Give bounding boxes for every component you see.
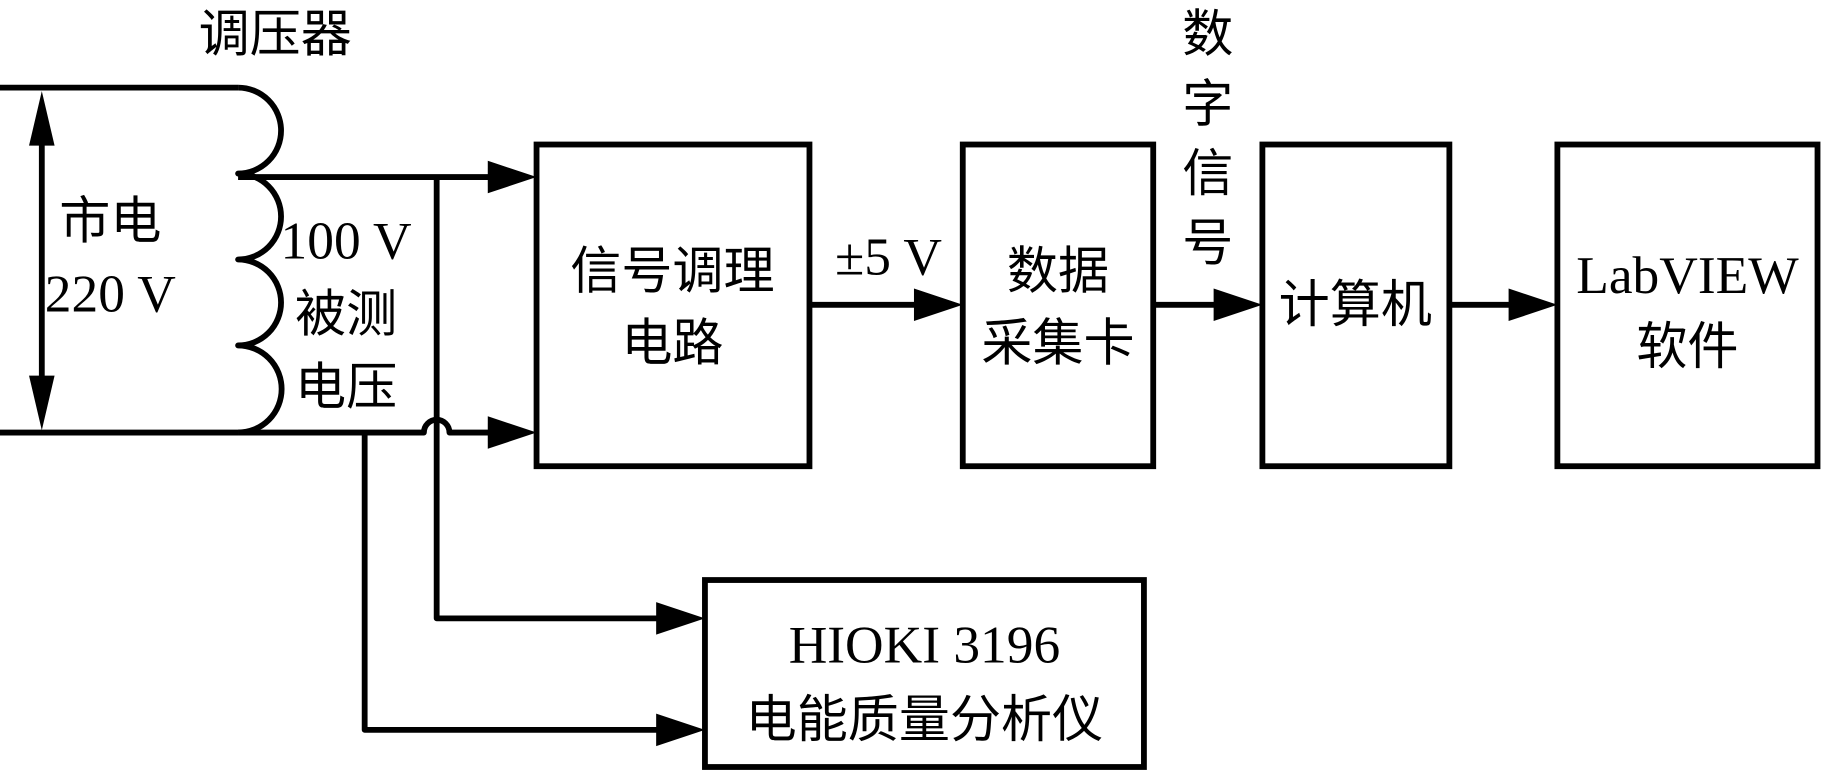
signal-conditioning-label-line2: 电路 — [621, 315, 723, 374]
labview-block: LabVIEW 软件 — [1554, 141, 1821, 470]
mains-arrow-up-head — [29, 91, 55, 146]
signal-conditioning-label-line1: 信号调理 — [570, 243, 774, 302]
bottom-to-hioki-arrow-head — [656, 713, 705, 747]
computer-block: 计算机 — [1259, 141, 1453, 470]
daq-card-label-line1: 数据 — [1007, 243, 1109, 302]
bottom-to-hioki-line — [361, 432, 680, 733]
hioki-label-line1: HIOKI 3196 — [789, 614, 1060, 674]
digital-signal-label-char2: 字 — [1182, 75, 1233, 134]
mains-label-line2: 220 V — [45, 264, 176, 324]
daq-to-computer-arrow-head — [1213, 288, 1263, 322]
tap-to-hioki-arrow-head — [656, 602, 705, 635]
conditioning-to-daq-label: ±5 V — [835, 227, 942, 287]
test-voltage-label-line3: 电压 — [295, 359, 397, 418]
transformer-label: 调压器 — [199, 6, 352, 65]
hioki-analyzer-block: HIOKI 3196 电能质量分析仪 — [702, 577, 1147, 770]
bottom-to-conditioning-arrow-head — [487, 416, 537, 449]
conditioning-to-daq-arrow-head — [913, 288, 963, 322]
signal-conditioning-block: 信号调理 电路 — [533, 141, 813, 470]
digital-signal-label-char3: 信 — [1182, 145, 1233, 204]
daq-card-label-line2: 采集卡 — [981, 315, 1134, 374]
test-voltage-label-line1: 100 V — [281, 210, 412, 270]
labview-label-line2: 软件 — [1636, 318, 1738, 377]
transformer-coil — [235, 84, 285, 436]
mains-arrow-down-head — [29, 375, 55, 431]
daq-card-block: 数据 采集卡 — [959, 141, 1157, 470]
bottom-to-conditioning-line — [238, 416, 511, 436]
digital-signal-label-char4: 号 — [1182, 215, 1233, 274]
labview-label-line1: LabVIEW — [1576, 245, 1799, 305]
digital-signal-label-char1: 数 — [1182, 6, 1233, 65]
test-voltage-label-line2: 被测 — [295, 285, 397, 344]
mains-label-line1: 市电 — [59, 193, 161, 252]
computer-to-labview-arrow-head — [1508, 288, 1558, 322]
computer-label: 计算机 — [1279, 276, 1432, 335]
hioki-label-line2: 电能质量分析仪 — [746, 691, 1104, 750]
tap-to-hioki-line — [433, 177, 680, 622]
tap-to-conditioning-arrow-head — [487, 160, 537, 194]
